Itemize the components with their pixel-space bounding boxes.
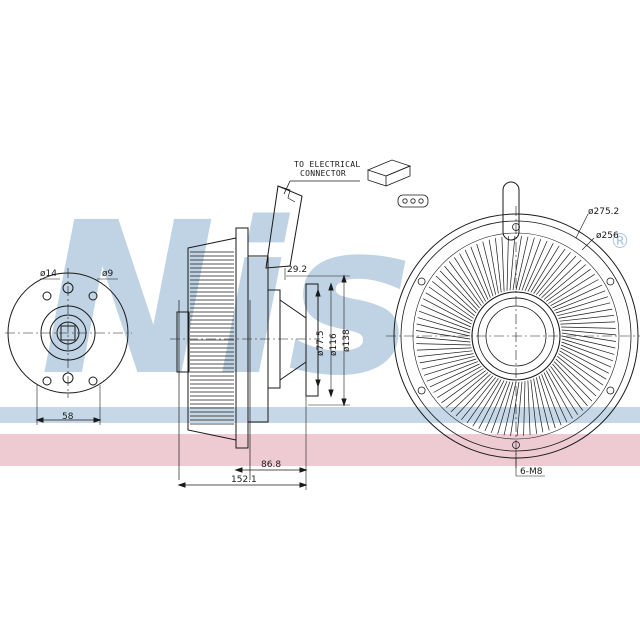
registered-mark: ® [610, 229, 630, 253]
dim-hub-offset: 29.2 [287, 265, 307, 275]
dim-fan-outer: ø275.2 [588, 207, 619, 217]
dim-bolt-spacing: 58 [62, 412, 74, 422]
dim-hole-large: ø14 [40, 269, 57, 279]
watermark-band-blue [0, 407, 640, 423]
dim-length-short: 86.8 [261, 460, 281, 470]
dim-d-outer: ø138 [342, 329, 352, 352]
dim-fan-inner: ø256 [596, 231, 619, 241]
watermark-band-pink [0, 434, 640, 466]
clutch-side-view [170, 185, 350, 490]
callout-bolts: 6-M8 [520, 467, 543, 477]
watermark-logo: Nis [40, 177, 413, 422]
dim-hole-small: ø9 [102, 269, 114, 279]
dim-d-inner: ø77.5 [316, 330, 326, 356]
dim-d-mid: ø116 [329, 333, 339, 356]
connector-callout [283, 159, 429, 208]
callout-connector-line1: TO ELECTRICAL [294, 160, 361, 169]
dim-length-total: 152.1 [231, 475, 257, 485]
fan-clutch-front-view [386, 181, 640, 477]
callout-connector-line2: CONNECTOR [300, 169, 346, 178]
flange-front-view [5, 268, 132, 425]
